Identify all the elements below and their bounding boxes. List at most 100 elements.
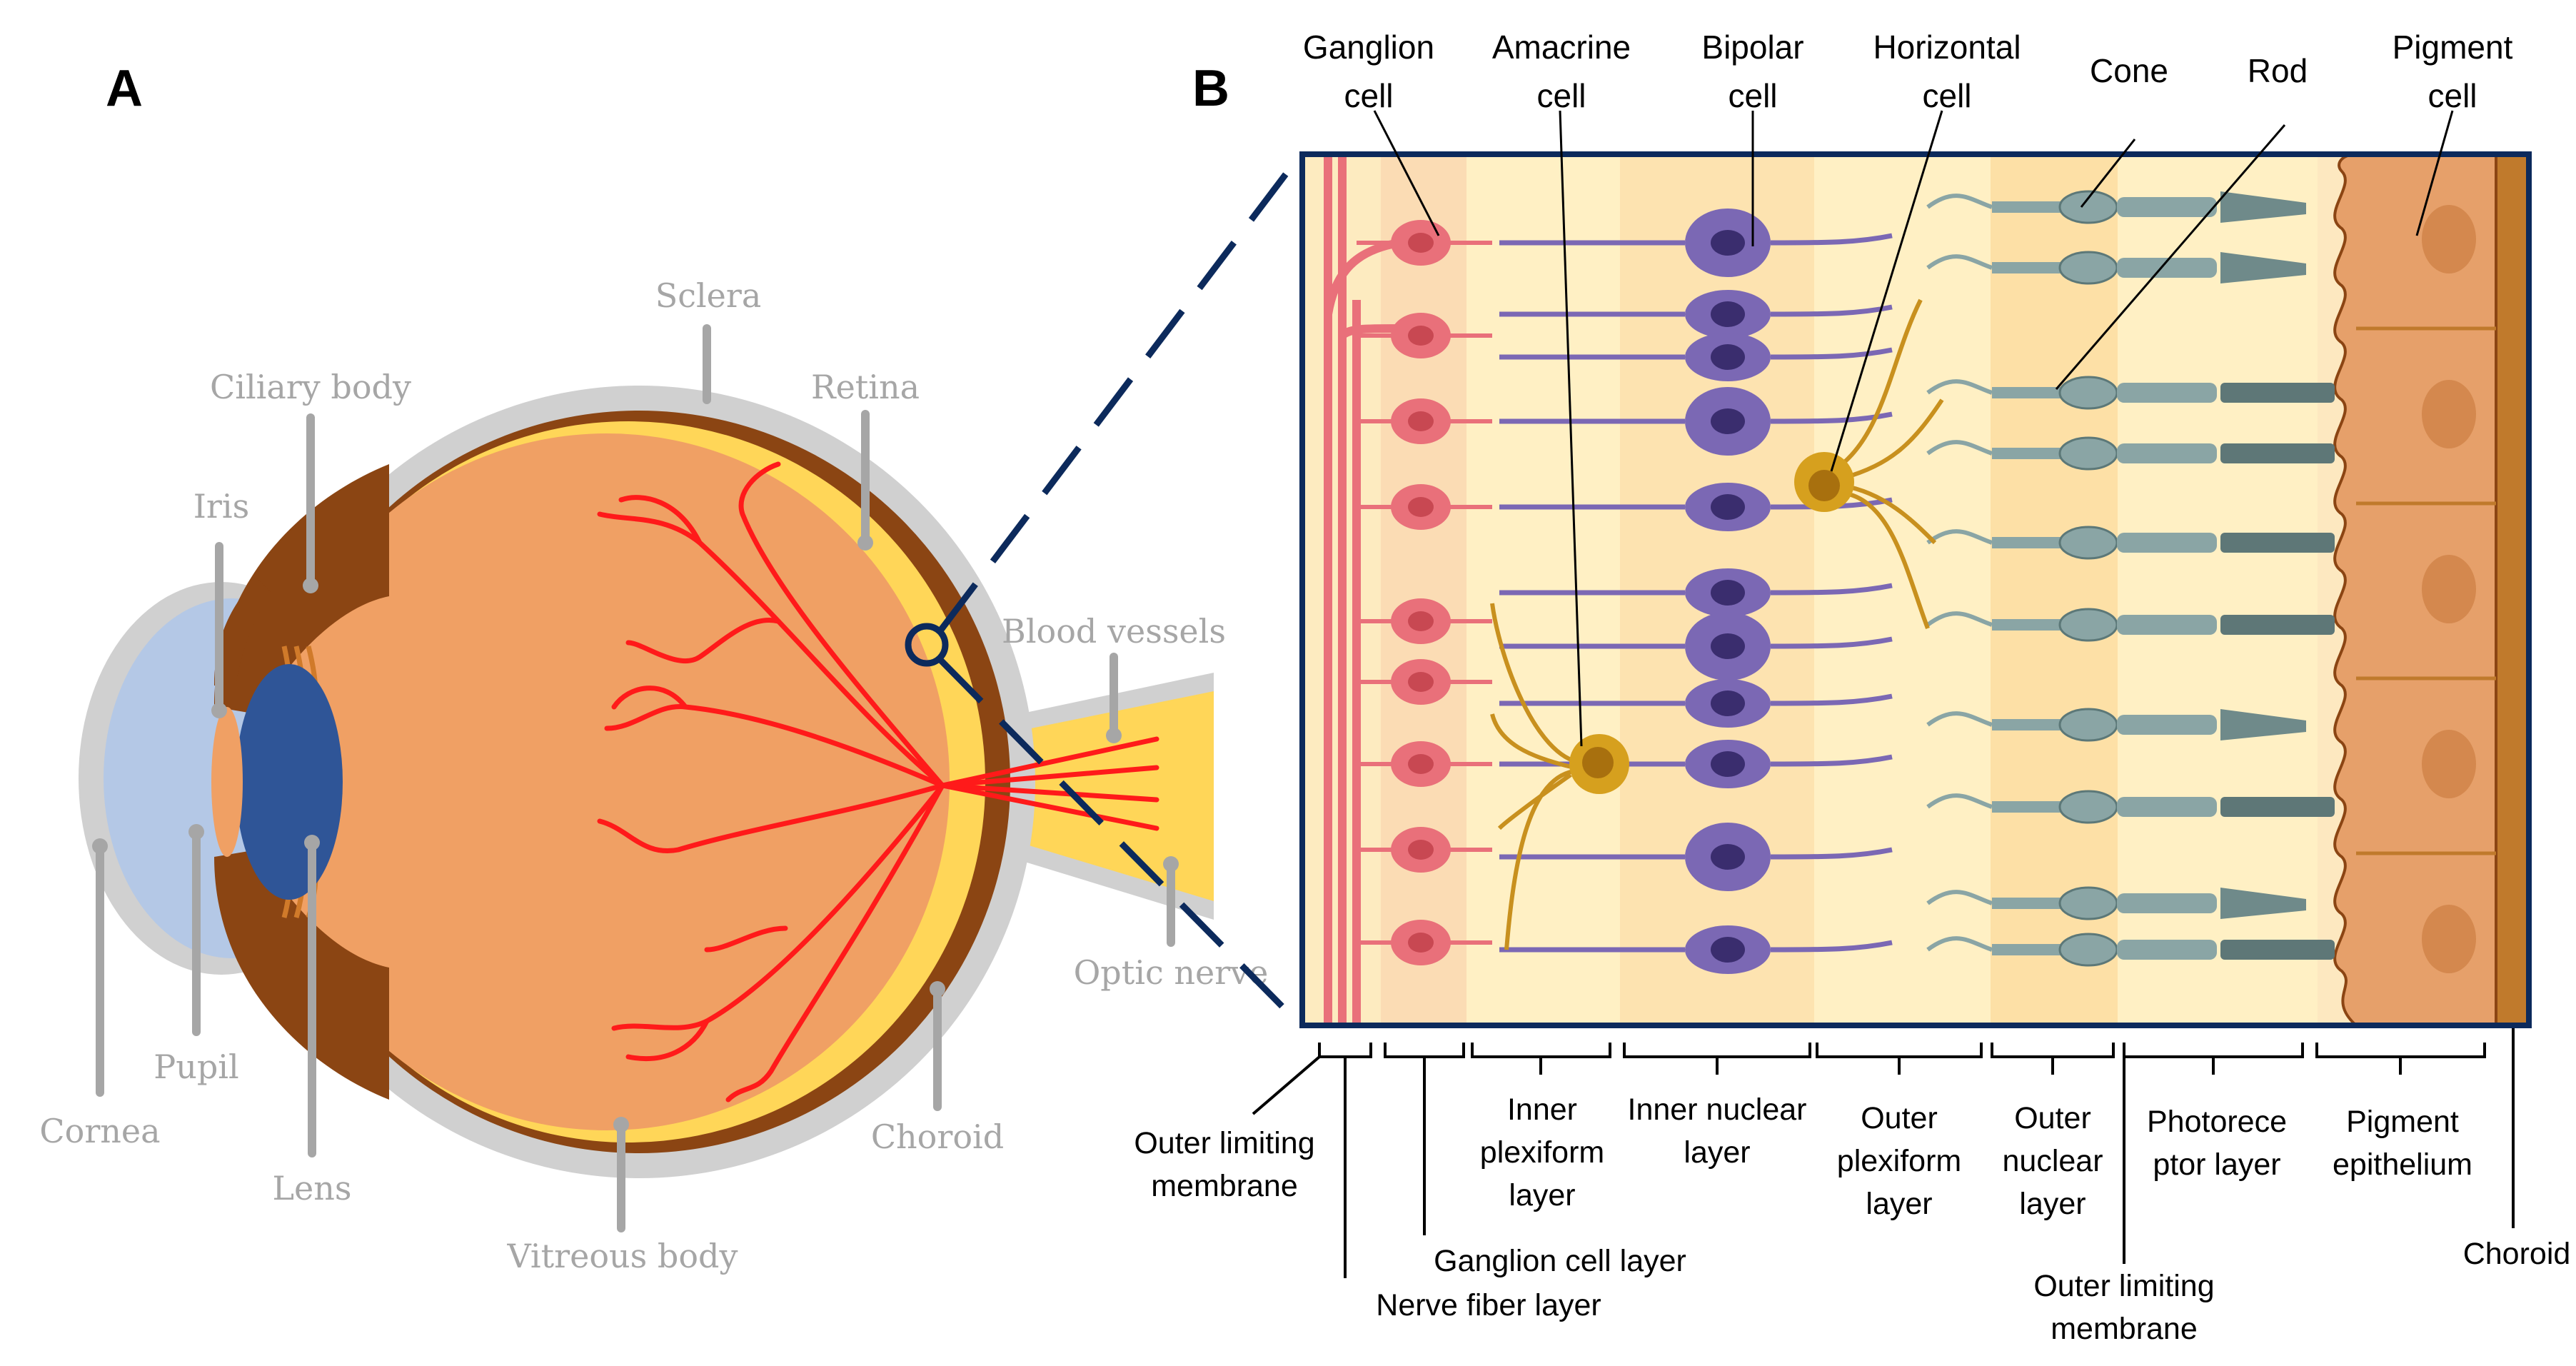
bipolar-nucleus <box>1711 301 1745 327</box>
photoreceptor-inner-segment <box>2117 197 2217 217</box>
label-cornea: Cornea <box>39 1112 160 1150</box>
cell-pointers <box>1373 110 2454 747</box>
photoreceptor-terminal <box>1926 440 1993 456</box>
photoreceptor-terminal <box>1926 936 1993 952</box>
bipolar-dendrite <box>1770 583 1893 596</box>
cone-cell-body <box>2058 886 2118 920</box>
cone-cell-body <box>2058 251 2118 285</box>
photoreceptor-fiber <box>1992 801 2078 813</box>
bipolar-dendrite <box>1770 411 1893 424</box>
label-choroid: Choroid <box>871 1118 1004 1156</box>
ganglion-nucleus <box>1408 672 1434 692</box>
zoom-marker <box>905 623 949 667</box>
rod-outer-segment <box>2220 443 2335 463</box>
photoreceptor-terminal <box>1926 254 1993 270</box>
photoreceptor-fiber <box>1992 719 2078 730</box>
photoreceptor-terminal <box>1926 793 1993 809</box>
label-retina: Retina <box>811 368 920 406</box>
bipolar-dendrite <box>1770 693 1893 706</box>
ciliary-body-lower <box>214 850 389 1100</box>
bipolar-nucleus <box>1711 751 1745 777</box>
panel-b: B <box>1134 29 2570 1346</box>
label-cone: Cone <box>2090 52 2168 89</box>
cone-outer-segment <box>2220 888 2306 919</box>
bipolar-nucleus <box>1711 937 1745 963</box>
panel-a: A <box>39 60 1304 1275</box>
label-choroid-layer: Choroid <box>2463 1237 2571 1271</box>
photoreceptor-inner-segment <box>2117 443 2217 463</box>
amacrine-cell <box>1490 603 1629 950</box>
ganglion-nucleus <box>1408 611 1434 631</box>
bipolar-nucleus <box>1711 633 1745 659</box>
label-ganglion-cell-layer: Ganglion cell layer <box>1434 1244 1686 1278</box>
band-photoreceptor <box>2118 154 2318 1025</box>
bipolar-dendrite <box>1770 940 1893 953</box>
photoreceptor-fiber <box>1992 537 2078 548</box>
ganglion-nucleus <box>1408 840 1434 860</box>
pupil-gap <box>211 707 243 857</box>
band-outer-nuclear <box>1991 154 2118 1025</box>
bipolar-dendrite <box>1770 636 1893 649</box>
ganglion-nucleus <box>1408 754 1434 774</box>
photoreceptor-fiber <box>1992 944 2078 955</box>
rod-cell-body <box>2058 790 2118 824</box>
vitreous-body <box>264 433 950 1130</box>
bipolar-dendrite <box>1770 847 1893 860</box>
panel-a-pointer-dots <box>92 535 1179 1133</box>
lens <box>236 664 343 900</box>
bipolar-nucleus <box>1711 844 1745 870</box>
photoreceptor-fiber <box>1992 898 2078 909</box>
cone-cell-body <box>2058 708 2118 742</box>
photoreceptor-inner-segment <box>2117 893 2217 913</box>
bipolar-dendrite <box>1770 233 1893 246</box>
photoreceptor-fiber <box>1992 262 2078 273</box>
bipolar-dendrite <box>1770 304 1893 317</box>
panel-b-letter: B <box>1192 60 1229 117</box>
rod-outer-segment <box>2220 533 2335 553</box>
rod-outer-segment <box>2220 615 2335 635</box>
photoreceptor-terminal <box>1926 890 1993 905</box>
ciliary-body-upper <box>214 464 389 714</box>
horizontal-cell <box>1794 298 1944 630</box>
cone-outer-segment <box>2220 252 2306 283</box>
photoreceptor-inner-segment <box>2117 258 2217 278</box>
layer-brackets <box>1252 1028 2515 1278</box>
band-ganglion <box>1381 154 1466 1025</box>
photoreceptor-terminal <box>1926 379 1993 395</box>
band-choroid <box>2496 154 2529 1025</box>
ganglion-nucleus <box>1408 411 1434 431</box>
rod-cell-body <box>2058 436 2118 471</box>
ganglion-nucleus <box>1408 233 1434 253</box>
label-nerve-fiber-layer: Nerve fiber layer <box>1376 1288 1601 1322</box>
photoreceptor-inner-segment <box>2117 383 2217 403</box>
photoreceptor-terminal <box>1926 194 1993 209</box>
photoreceptor-fiber <box>1992 201 2078 213</box>
photoreceptor-terminal <box>1926 529 1993 545</box>
photoreceptor-fiber <box>1992 448 2078 459</box>
zoom-line-top <box>938 152 1304 632</box>
bipolar-nucleus <box>1711 494 1745 520</box>
ganglion-nucleus <box>1408 326 1434 346</box>
iris-upper <box>214 578 271 685</box>
cone-cell-body <box>2058 190 2118 224</box>
label-ciliary-body: Ciliary body <box>210 368 411 406</box>
bipolar-nucleus <box>1711 408 1745 434</box>
bipolar-dendrite <box>1770 347 1893 360</box>
rod-cell-body <box>2058 608 2118 642</box>
photoreceptor-inner-segment <box>2117 615 2217 635</box>
photoreceptor-inner-segment <box>2117 797 2217 817</box>
pigment-epithelium-cells <box>2333 154 2497 1025</box>
